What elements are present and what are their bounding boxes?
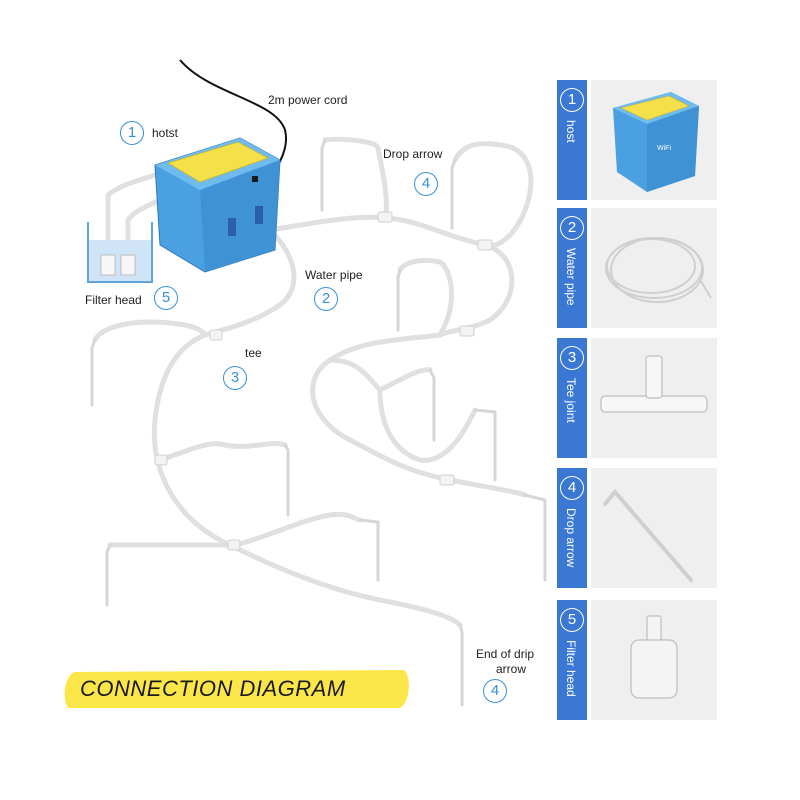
drop-arrow-icon [603,488,693,582]
legend-tab: 1 host [557,80,587,200]
legend-tab: 3 Tee joint [557,338,587,458]
legend-item-tee-joint: 3 Tee joint [557,338,717,458]
legend-tab: 2 Water pipe [557,208,587,328]
end-of-drip-arrow-number: 4 [483,679,507,703]
end-of-drip-arrow-label-line2: arrow [496,662,527,676]
legend-item-drop-arrow: 4 Drop arrow [557,468,717,588]
legend-number: 5 [560,608,584,632]
legend-number: 2 [560,216,584,240]
water-pipe-label: Water pipe [305,268,363,282]
water-pipe-number: 2 [314,287,338,311]
legend-name: Filter head [564,640,578,697]
legend-name: Tee joint [564,378,578,423]
legend-tab: 4 Drop arrow [557,468,587,588]
device-screen-text: WiFi [657,145,671,152]
filter-head-icon [630,615,678,699]
end-of-drip-arrow-label-line1: End of drip [476,647,535,661]
legend-item-host: 1 host WiFi [557,80,717,200]
legend-number: 4 [560,476,584,500]
drop-arrow-number: 4 [414,172,438,196]
host-device-icon: WiFi [613,92,699,192]
tee-joint-image [591,338,717,458]
filter-head-label: Filter head [85,293,142,307]
tee-joints [154,211,493,551]
legend-name: host [564,120,578,143]
tee-joint-icon [600,355,708,413]
tee-number: 3 [223,366,247,390]
legend-item-water-pipe: 2 Water pipe [557,208,717,328]
legend-number: 3 [560,346,584,370]
filter-head-image [591,600,717,720]
diagram-title: CONNECTION DIAGRAM [80,676,346,701]
host-image: WiFi [591,80,717,200]
host-label: hotst [152,126,179,140]
water-pipe-coil-icon [605,237,712,303]
drip-arrows [90,138,547,707]
power-cord-label: 2m power cord [268,93,348,107]
drop-arrow-image [591,468,717,588]
legend-name: Drop arrow [564,508,578,568]
legend-name: Water pipe [564,248,578,306]
water-pipe-image [591,208,717,328]
title-banner [64,670,409,708]
tee-label: tee [245,346,262,360]
legend-item-filter-head: 5 Filter head [557,600,717,720]
host-device [154,137,281,273]
legend-number: 1 [560,88,584,112]
host-number: 1 [120,121,144,145]
filter-head-container [87,222,153,283]
legend-tab: 5 Filter head [557,600,587,720]
drop-arrow-label: Drop arrow [383,147,443,161]
filter-head-number: 5 [154,286,178,310]
